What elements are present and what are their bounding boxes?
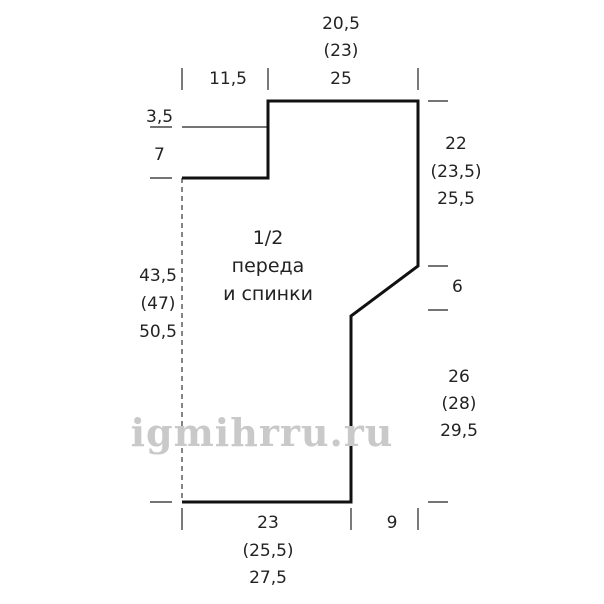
sleeve-offset: 9 xyxy=(387,513,398,533)
neck-width: 11,5 xyxy=(209,69,247,89)
armhole-depth-2: (23,5) xyxy=(430,162,481,182)
side-height-1: 26 xyxy=(448,367,470,387)
top-width-2: (23) xyxy=(324,41,359,61)
bottom-width-3: 27,5 xyxy=(249,568,287,588)
bottom-width-1: 23 xyxy=(257,513,279,533)
side-height-2: (28) xyxy=(442,394,477,414)
total-length-1: 43,5 xyxy=(139,266,177,286)
piece-title-3: и спинки xyxy=(223,283,313,305)
total-length-2: (47) xyxy=(141,294,176,314)
armhole-depth-1: 22 xyxy=(445,134,467,154)
piece-outline xyxy=(182,99,420,504)
side-height-3: 29,5 xyxy=(440,421,478,441)
watermark: igmihrru.ru xyxy=(131,410,394,455)
total-length-3: 50,5 xyxy=(139,322,177,342)
top-width-3: 25 xyxy=(330,69,352,89)
armhole-depth-3: 25,5 xyxy=(437,189,475,209)
top-width-1: 20,5 xyxy=(322,14,360,34)
piece-title-1: 1/2 xyxy=(253,227,284,249)
armhole-slope: 6 xyxy=(452,277,463,297)
piece-title-2: переда xyxy=(232,255,305,277)
neck-depth-small: 3,5 xyxy=(146,107,173,127)
neck-depth: 7 xyxy=(154,145,165,165)
bottom-width-2: (25,5) xyxy=(242,541,293,561)
